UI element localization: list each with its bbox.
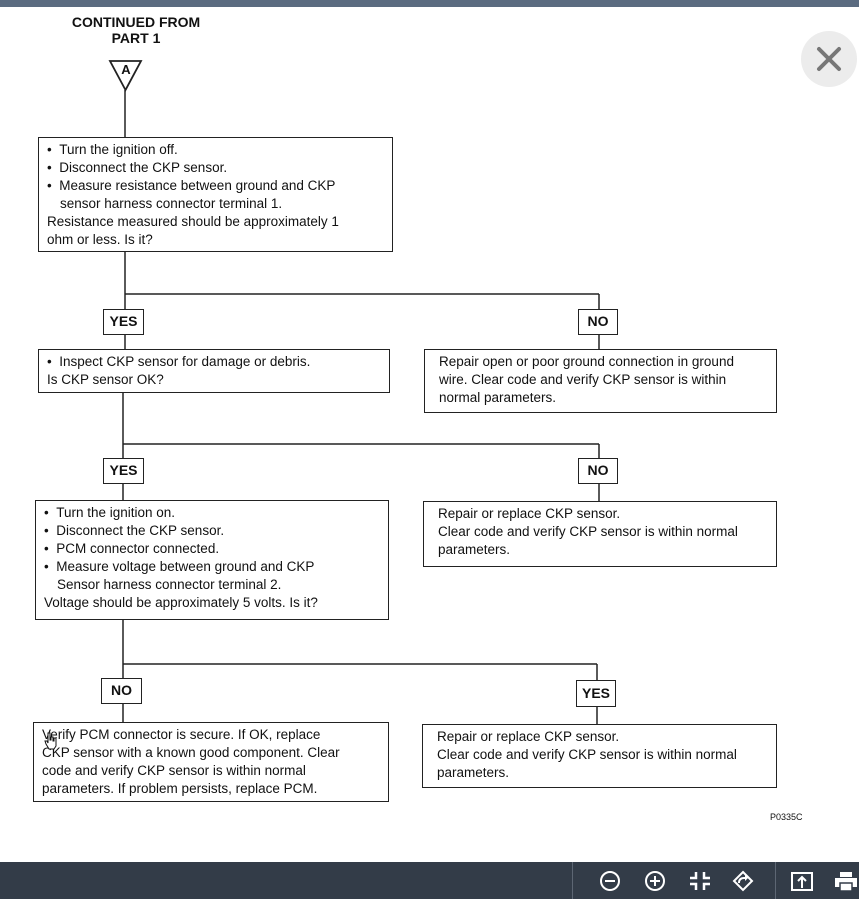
continuation-triangle (108, 60, 143, 92)
zoom-out-button[interactable] (598, 870, 622, 892)
no1-text-2: wire. Clear code and verify CKP sensor i… (439, 372, 727, 387)
step2-box: • Inspect CKP sensor for damage or debri… (38, 349, 390, 393)
step1-text-2: ohm or less. Is it? (47, 232, 153, 247)
toolbar-separator-2 (775, 862, 776, 899)
hand-cursor-icon (44, 732, 57, 750)
no1-text-3: normal parameters. (439, 390, 557, 405)
no3-text-2: CKP sensor with a known good component. … (42, 745, 340, 760)
step1-box: • Turn the ignition off. • Disconnect th… (38, 137, 393, 252)
rotate-icon (732, 870, 754, 892)
fit-screen-button[interactable] (688, 870, 712, 892)
no-label-2: NO (578, 458, 618, 484)
no2-text-3: parameters. (438, 542, 511, 557)
continued-from-header: CONTINUED FROM PART 1 (56, 14, 216, 46)
no3-action-box: Verify PCM connector is secure. If OK, r… (33, 722, 389, 802)
step1-bullet-3-cont: sensor harness connector terminal 1. (60, 196, 283, 211)
step3-bullet-4: • Measure voltage between ground and CKP (44, 559, 315, 574)
zoom-out-icon (600, 871, 620, 891)
figure-reference: P0335C (770, 812, 803, 822)
step1-bullet-3: • Measure resistance between ground and … (47, 178, 336, 193)
yes3-text-1: Repair or replace CKP sensor. (437, 729, 620, 744)
step3-text-1: Voltage should be approximately 5 volts.… (44, 595, 318, 610)
fit-screen-icon (690, 872, 710, 890)
no-label-3: NO (101, 678, 142, 704)
step3-box: • Turn the ignition on. • Disconnect the… (35, 500, 389, 620)
step3-bullet-1: • Turn the ignition on. (44, 505, 176, 520)
viewer-toolbar (0, 862, 859, 899)
no3-text-4: parameters. If problem persists, replace… (42, 781, 318, 796)
open-external-button[interactable] (790, 870, 814, 892)
close-icon (817, 47, 841, 71)
step3-bullet-3: • PCM connector connected. (44, 541, 220, 556)
no2-text-2: Clear code and verify CKP sensor is with… (438, 524, 738, 539)
step1-bullet-1: • Turn the ignition off. (47, 142, 178, 157)
step3-bullet-4-cont: Sensor harness connector terminal 2. (57, 577, 282, 592)
no1-text-1: Repair open or poor ground connection in… (439, 354, 734, 369)
no2-action-box: Repair or replace CKP sensor. Clear code… (423, 501, 777, 567)
no2-text-1: Repair or replace CKP sensor. (438, 506, 621, 521)
no3-text-1: Verify PCM connector is secure. If OK, r… (42, 727, 321, 742)
rotate-button[interactable] (731, 870, 755, 892)
yes-label-1: YES (103, 309, 144, 335)
connector-letter: A (121, 62, 131, 77)
print-icon (835, 872, 857, 892)
print-button[interactable] (834, 870, 858, 892)
yes3-action-box: Repair or replace CKP sensor. Clear code… (422, 724, 777, 788)
zoom-in-icon (645, 871, 665, 891)
yes-label-3: YES (576, 680, 616, 707)
header-line-1: CONTINUED FROM (71, 14, 201, 30)
step2-bullet-1: • Inspect CKP sensor for damage or debri… (47, 354, 311, 369)
step1-text-1: Resistance measured should be approximat… (47, 214, 339, 229)
step2-text-1: Is CKP sensor OK? (47, 372, 164, 387)
step3-bullet-2: • Disconnect the CKP sensor. (44, 523, 225, 538)
step1-bullet-2: • Disconnect the CKP sensor. (47, 160, 228, 175)
close-button[interactable] (801, 31, 857, 87)
top-bar (0, 0, 859, 7)
toolbar-separator (572, 862, 573, 899)
no3-text-3: code and verify CKP sensor is within nor… (42, 763, 306, 778)
no-label-1: NO (578, 309, 618, 335)
yes-label-2: YES (103, 458, 144, 484)
zoom-in-button[interactable] (643, 870, 667, 892)
yes3-text-2: Clear code and verify CKP sensor is with… (437, 747, 737, 762)
yes3-text-3: parameters. (437, 765, 510, 780)
open-external-icon (791, 872, 813, 891)
no1-action-box: Repair open or poor ground connection in… (424, 349, 777, 413)
header-line-2: PART 1 (111, 30, 161, 46)
